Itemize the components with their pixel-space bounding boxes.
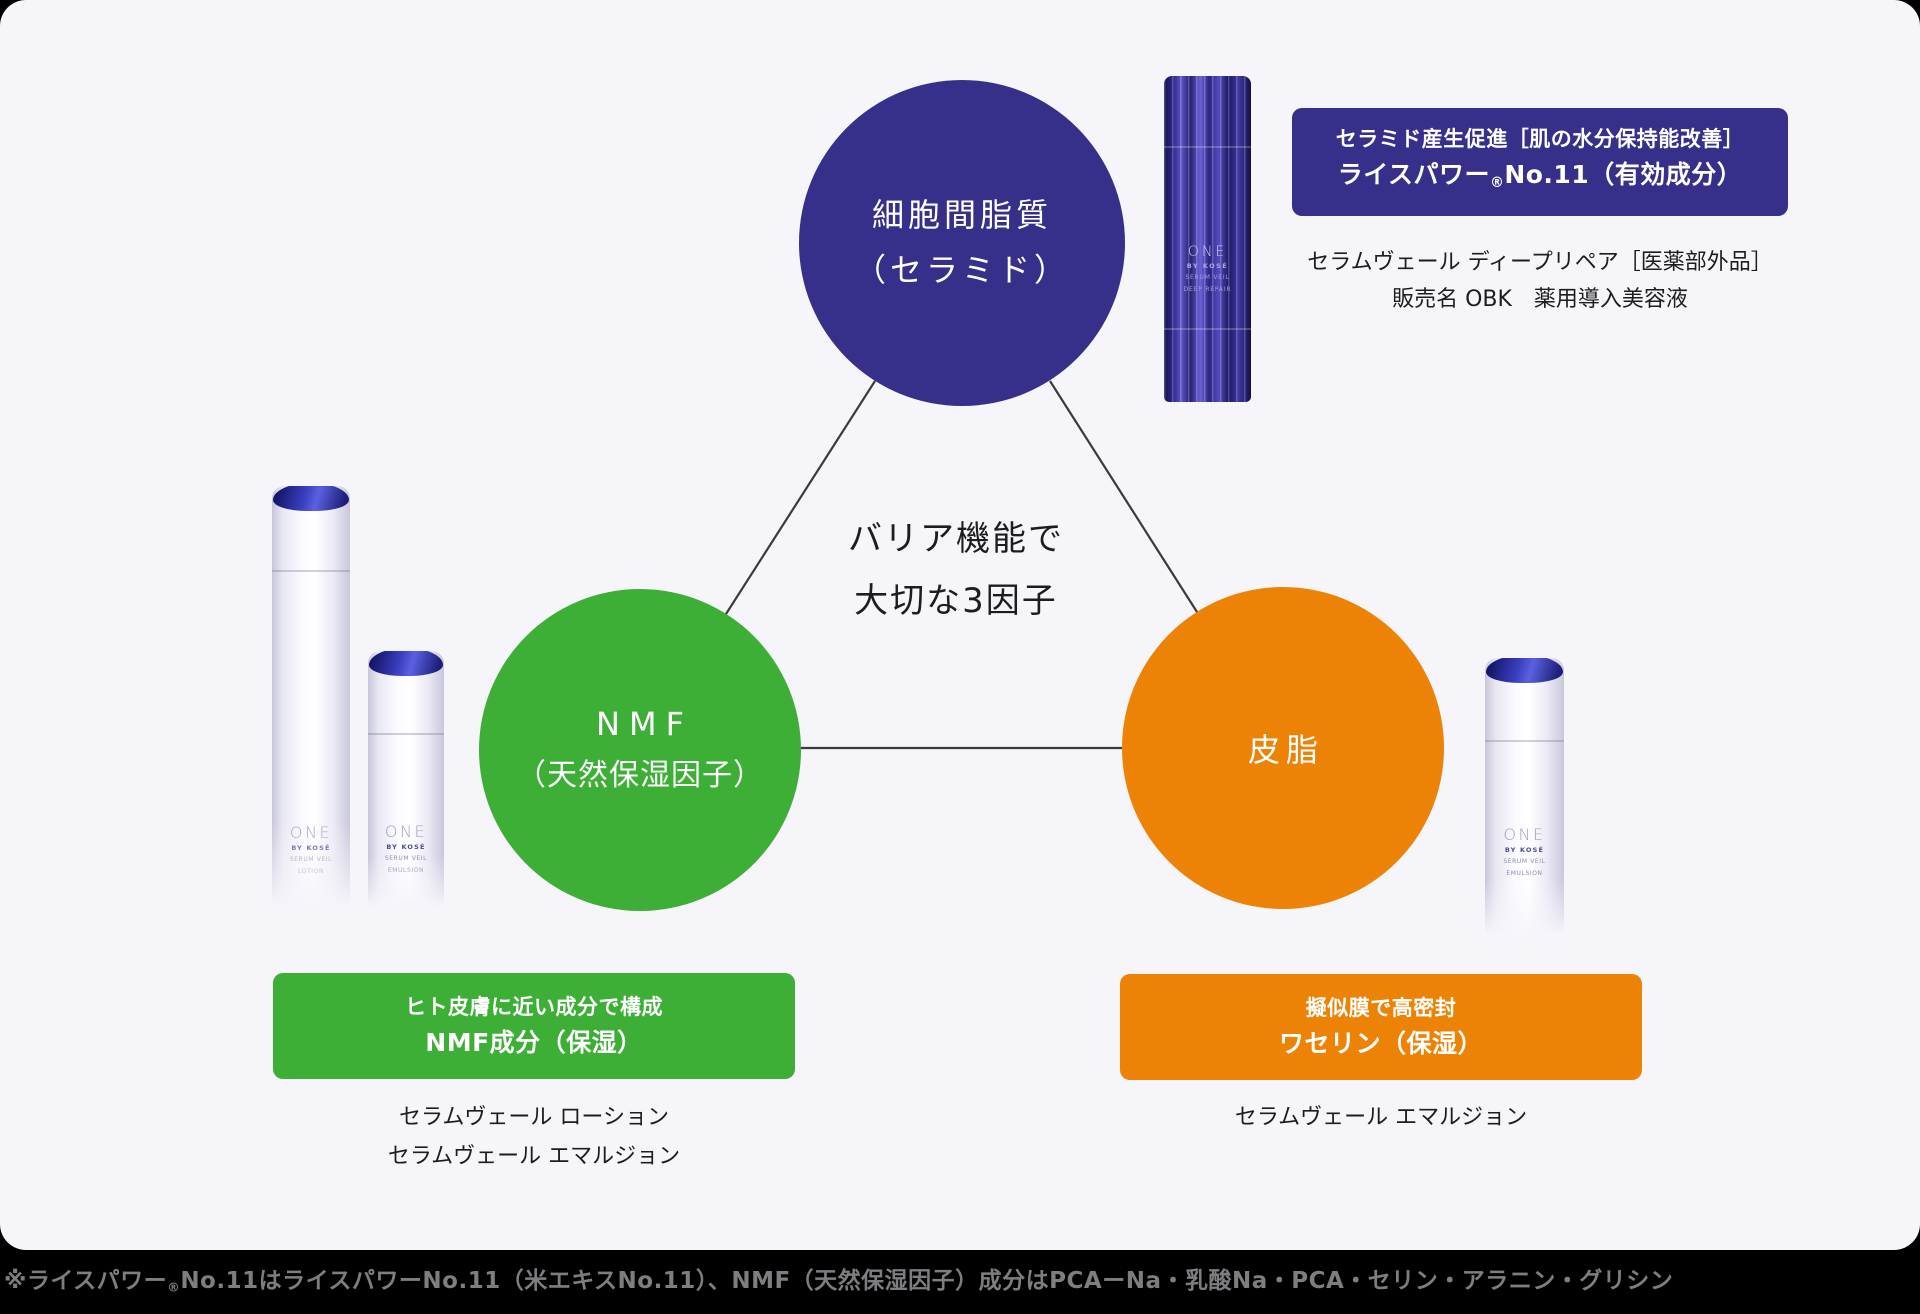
- badge-nmf-line2: NMF成分（保湿）: [425, 1028, 643, 1057]
- bottle-variant: LOTION: [297, 868, 325, 875]
- bottle-seam: [272, 570, 350, 572]
- node-intercellular-lipids: 細胞間脂質 （セラミド）: [799, 80, 1125, 406]
- center-label-line2: 大切な3因子: [854, 581, 1058, 621]
- bottle-label: ONE BY KOSÉ SERUM VEIL EMULSION: [368, 823, 444, 875]
- registered-trademark-symbol: ®: [1490, 174, 1505, 191]
- bottle-variant: EMULSION: [387, 867, 425, 874]
- bottle-cap: [1486, 655, 1563, 683]
- node-lipids-label-line2: （セラミド）: [853, 251, 1070, 289]
- caption-nmf-line1: セラムヴェール ローション: [399, 1105, 669, 1130]
- bottle-range: SERUM VEIL: [1185, 274, 1230, 281]
- diagram-center-label: バリア機能で 大切な3因子: [806, 508, 1106, 632]
- node-sebum: 皮脂: [1122, 587, 1444, 909]
- badge-sebum-line1: 擬似膜で高密封: [1305, 996, 1457, 1020]
- caption-nmf: セラムヴェール ローション セラムヴェール エマルジョン: [273, 1098, 795, 1176]
- product-image-deep-repair-bottle: ONE BY KOSÉ SERUM VEIL DEEP REPAIR: [1164, 76, 1251, 402]
- bottle-seam: [1485, 740, 1564, 742]
- bottle-range: SERUM VEIL: [384, 855, 428, 862]
- node-lipids-label-line1: 細胞間脂質: [871, 196, 1052, 234]
- badge-sebum-line2: ワセリン（保湿）: [1278, 1029, 1483, 1058]
- badge-deep-repair-line2-post: No.11（有効成分）: [1504, 160, 1743, 190]
- bottle-seam: [368, 733, 444, 735]
- caption-nmf-line2: セラムヴェール エマルジョン: [387, 1144, 681, 1169]
- bottle-range: SERUM VEIL: [1503, 858, 1546, 865]
- bottle-sub-brand: BY KOSÉ: [386, 843, 426, 851]
- bottle-label: ONE BY KOSÉ SERUM VEIL LOTION: [272, 824, 350, 876]
- bottle-brand: ONE: [1187, 244, 1228, 260]
- footnote-post: No.11はライスパワーNo.11（米エキスNo.11）、NMF（天然保湿因子）…: [180, 1268, 1674, 1294]
- bottle-seam: [1164, 146, 1251, 148]
- bottle-sub-brand: BY KOSÉ: [291, 844, 331, 852]
- product-image-serum-veil-emulsion-bottle-left: ONE BY KOSÉ SERUM VEIL EMULSION: [368, 648, 444, 907]
- bottle-cap: [369, 648, 443, 676]
- bottle-seam: [1164, 328, 1251, 330]
- caption-sebum: セラムヴェール エマルジョン: [1120, 1098, 1642, 1137]
- center-label-line1: バリア機能で: [848, 519, 1064, 559]
- bottle-brand: ONE: [289, 823, 333, 842]
- badge-nmf-line1: ヒト皮膚に近い成分で構成: [405, 995, 663, 1019]
- bottle-cap: [273, 483, 349, 511]
- bottle-label: ONE BY KOSÉ SERUM VEIL DEEP REPAIR: [1164, 244, 1251, 294]
- badge-deep-repair-line1: セラミド産生促進［肌の水分保持能改善］: [1335, 127, 1745, 152]
- registered-trademark-symbol: ®: [167, 1279, 181, 1295]
- bottle-range: SERUM VEIL: [289, 856, 333, 863]
- caption-deep-repair-line1: セラムヴェール ディープリペア［医薬部外品］: [1307, 250, 1773, 275]
- node-nmf: NMF （天然保湿因子）: [479, 589, 801, 911]
- bottle-variant: EMULSION: [1506, 870, 1543, 877]
- node-sebum-label: 皮脂: [1247, 731, 1324, 769]
- bottle-sub-brand: BY KOSÉ: [1186, 262, 1229, 270]
- caption-deep-repair: セラムヴェール ディープリペア［医薬部外品］ 販売名 OBK 薬用導入美容液: [1292, 244, 1788, 318]
- footnote-pre: ※ライスパワー: [4, 1268, 168, 1294]
- bottle-variant: DEEP REPAIR: [1183, 286, 1232, 293]
- diagram-panel: 細胞間脂質 （セラミド） NMF （天然保湿因子） 皮脂 バリア機能で 大切な3…: [0, 0, 1920, 1250]
- product-image-serum-veil-lotion-bottle: ONE BY KOSÉ SERUM VEIL LOTION: [272, 483, 350, 906]
- footnote: ※ライスパワー®No.11はライスパワーNo.11（米エキスNo.11）、NMF…: [4, 1264, 1916, 1305]
- badge-nmf: ヒト皮膚に近い成分で構成 NMF成分（保湿）: [273, 973, 795, 1079]
- node-nmf-label-line1: NMF: [596, 705, 693, 743]
- caption-deep-repair-line2: 販売名 OBK 薬用導入美容液: [1392, 287, 1688, 312]
- product-image-serum-veil-emulsion-bottle-right: ONE BY KOSÉ SERUM VEIL EMULSION: [1485, 655, 1564, 934]
- badge-deep-repair: セラミド産生促進［肌の水分保持能改善］ ライスパワー®No.11（有効成分）: [1292, 108, 1788, 216]
- bottle-brand: ONE: [1503, 825, 1546, 844]
- bottle-label: ONE BY KOSÉ SERUM VEIL EMULSION: [1485, 826, 1564, 878]
- badge-deep-repair-line2: ライスパワー®No.11（有効成分）: [1338, 156, 1742, 202]
- node-nmf-label-line2: （天然保湿因子）: [516, 758, 764, 793]
- badge-deep-repair-line2-pre: ライスパワー: [1337, 160, 1491, 190]
- badge-sebum: 擬似膜で高密封 ワセリン（保湿）: [1120, 974, 1642, 1080]
- bottle-sub-brand: BY KOSÉ: [1504, 846, 1545, 854]
- bottle-brand: ONE: [384, 822, 428, 841]
- caption-sebum-line1: セラムヴェール エマルジョン: [1234, 1105, 1528, 1130]
